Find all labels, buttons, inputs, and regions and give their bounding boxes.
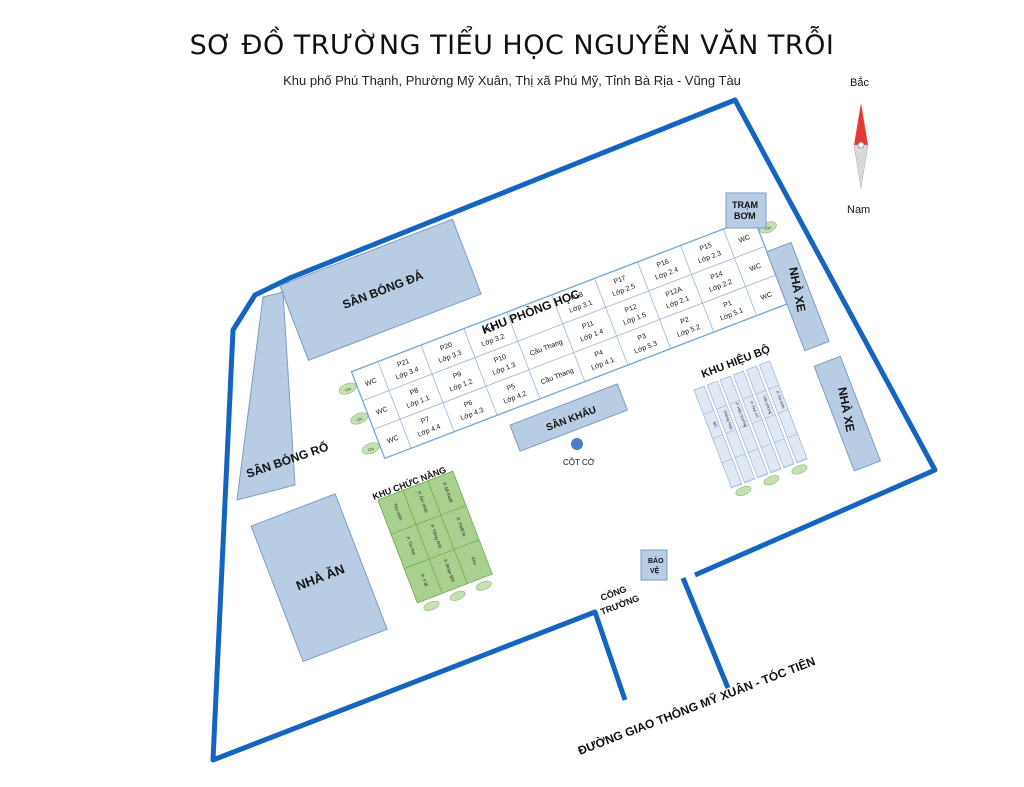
admin-tree bbox=[735, 485, 752, 496]
classroom-number: P16 bbox=[656, 258, 670, 269]
function-room-label: Kho bbox=[470, 556, 478, 566]
classroom-number: P14 bbox=[710, 271, 724, 282]
pump-label-1: TRẠM bbox=[732, 200, 758, 210]
classroom-number: P8 bbox=[409, 387, 420, 397]
classroom-number: P20 bbox=[439, 342, 453, 353]
guard-house bbox=[640, 549, 668, 581]
admin-room bbox=[760, 443, 782, 473]
compass-south-label: Nam bbox=[847, 204, 870, 216]
stair-marker-label: Cầu bbox=[764, 225, 771, 231]
road-boundary bbox=[680, 577, 731, 689]
parking-2 bbox=[813, 355, 882, 472]
compass-north-label: Bắc bbox=[850, 76, 869, 89]
stair-marker bbox=[350, 412, 369, 425]
soccer-field: SÂN BÓNG ĐÁ bbox=[279, 218, 482, 361]
admin-tree bbox=[763, 475, 780, 486]
function-room-label: P. Tin học bbox=[405, 536, 417, 557]
map-title: SƠ ĐỒ TRƯỜNG TIỂU HỌC NGUYỄN VĂN TRỖI bbox=[189, 30, 835, 61]
flagpole-label: CỘT CỜ bbox=[563, 458, 595, 467]
admin-room bbox=[747, 448, 768, 478]
classroom-number: P7 bbox=[420, 416, 431, 426]
classroom-number: P3 bbox=[637, 333, 648, 343]
parking-1 bbox=[766, 241, 830, 352]
classroom-number: P15 bbox=[699, 242, 713, 253]
admin-room-label: Văn phòng bbox=[762, 395, 774, 415]
flagpole-icon bbox=[571, 438, 583, 450]
map-subtitle: Khu phố Phú Thạnh, Phường Mỹ Xuân, Thị x… bbox=[283, 73, 741, 88]
admin-room bbox=[773, 438, 795, 468]
guard-label-2: VỆ bbox=[650, 566, 660, 575]
classroom-number: P19 bbox=[482, 325, 496, 336]
classroom-number: P6 bbox=[463, 399, 474, 409]
compass-north-needle bbox=[854, 103, 868, 145]
compass: Bắc Nam bbox=[847, 76, 870, 216]
admin-tree bbox=[791, 464, 808, 475]
function-tree bbox=[475, 580, 492, 591]
stair-marker bbox=[361, 442, 380, 455]
classroom-label: WC bbox=[364, 377, 377, 388]
admin-room-label: WC bbox=[712, 421, 719, 429]
function-room-label: Thư viện bbox=[392, 502, 403, 521]
school-boundary bbox=[210, 97, 938, 763]
function-room bbox=[453, 539, 493, 585]
classroom-number: P10 bbox=[493, 354, 507, 365]
admin-room bbox=[787, 433, 808, 463]
admin-room bbox=[734, 453, 755, 483]
classroom-number: P12 bbox=[624, 303, 638, 314]
classroom-number: P21 bbox=[396, 358, 410, 369]
stair-marker-label: Cầu bbox=[356, 416, 363, 422]
stair-marker-label: Cầu bbox=[367, 446, 374, 452]
classroom-label: WC bbox=[749, 263, 762, 274]
classroom-number: P5 bbox=[506, 383, 517, 393]
classroom-number: P18 bbox=[570, 291, 584, 302]
classroom-number: P17 bbox=[613, 275, 627, 286]
classroom-label: WC bbox=[738, 234, 751, 245]
classroom-label: WC bbox=[760, 291, 773, 302]
guard-label-1: BẢO bbox=[648, 556, 664, 565]
classroom-number: P2 bbox=[680, 316, 691, 326]
admin-room-label: P. Phó HT bbox=[749, 400, 760, 419]
classroom-number: P11 bbox=[581, 320, 595, 331]
compass-south-needle bbox=[853, 144, 869, 189]
function-tree bbox=[449, 590, 466, 601]
admin-room bbox=[721, 458, 742, 488]
admin-room-label: P. Kế toán bbox=[775, 390, 786, 409]
classroom-number: P1 bbox=[723, 300, 734, 310]
classroom-label: WC bbox=[386, 435, 399, 446]
pump-station bbox=[725, 192, 767, 229]
function-room-label: P. Thiết bị bbox=[455, 517, 467, 537]
classroom-label: WC bbox=[375, 406, 388, 417]
basketball-court bbox=[236, 291, 296, 501]
pump-label-2: BƠM bbox=[734, 211, 756, 221]
stair-marker-label: Cầu bbox=[344, 387, 351, 393]
function-tree bbox=[423, 600, 440, 611]
classroom-number: P9 bbox=[452, 371, 463, 381]
stair-marker bbox=[338, 382, 357, 395]
classroom-number: P4 bbox=[594, 349, 605, 359]
function-room-label: P. Y tế bbox=[420, 573, 429, 587]
canteen: NHÀ ĂN bbox=[250, 493, 388, 663]
